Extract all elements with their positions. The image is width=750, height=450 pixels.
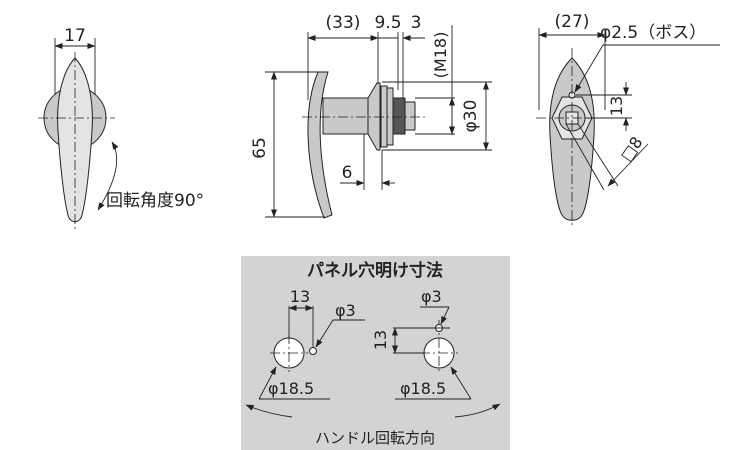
rotation-arc	[97, 141, 119, 211]
panel-title: パネル穴明け寸法	[307, 260, 443, 281]
dim-3: 3	[411, 13, 422, 33]
boss-diameter-label: φ2.5（ボス）	[600, 23, 706, 43]
panel-cutout-section: パネル穴明け寸法 13 φ3 φ18.5 13 φ3 φ18.5 ハンドル回転方…	[241, 256, 510, 450]
bezel	[367, 82, 381, 151]
left-view: 17 回転角度90°	[38, 26, 204, 230]
dim-27: (27)	[555, 12, 590, 32]
nut	[392, 97, 406, 135]
left-offset-13: 13	[290, 287, 310, 306]
shaft	[322, 97, 369, 135]
small-hole-left	[309, 347, 317, 355]
bolt	[404, 101, 416, 131]
t-handle-grip	[307, 71, 333, 219]
offset-dim-13: 13	[607, 96, 626, 116]
right-main-hole-dia: φ18.5	[400, 379, 446, 398]
dim-9-5: 9.5	[374, 13, 401, 33]
square-dim-8: □8	[616, 133, 646, 165]
left-main-hole-dia: φ18.5	[268, 379, 314, 398]
right-offset-13: 13	[371, 330, 390, 350]
rotation-angle-label: 回転角度90°	[106, 191, 204, 211]
left-small-hole-dia: φ3	[335, 301, 356, 320]
right-small-hole-dia: φ3	[421, 287, 442, 306]
rotation-arrow-right	[454, 403, 501, 418]
dim-6: 6	[342, 163, 353, 183]
height-dim-65: 65	[250, 137, 270, 159]
side-view: 65 (33) 9.5 3 (M18) φ30 6	[250, 13, 492, 219]
rotation-direction-label: ハンドル回転方向	[315, 429, 435, 447]
front-view: (27) φ2.5（ボス） 13 □8	[536, 12, 720, 228]
diameter-30: φ30	[461, 100, 481, 133]
width-dim-17: 17	[64, 26, 86, 46]
thread-m18: (M18)	[431, 32, 450, 79]
dim-33: (33)	[326, 13, 361, 33]
rotation-arrow-left	[245, 404, 293, 418]
